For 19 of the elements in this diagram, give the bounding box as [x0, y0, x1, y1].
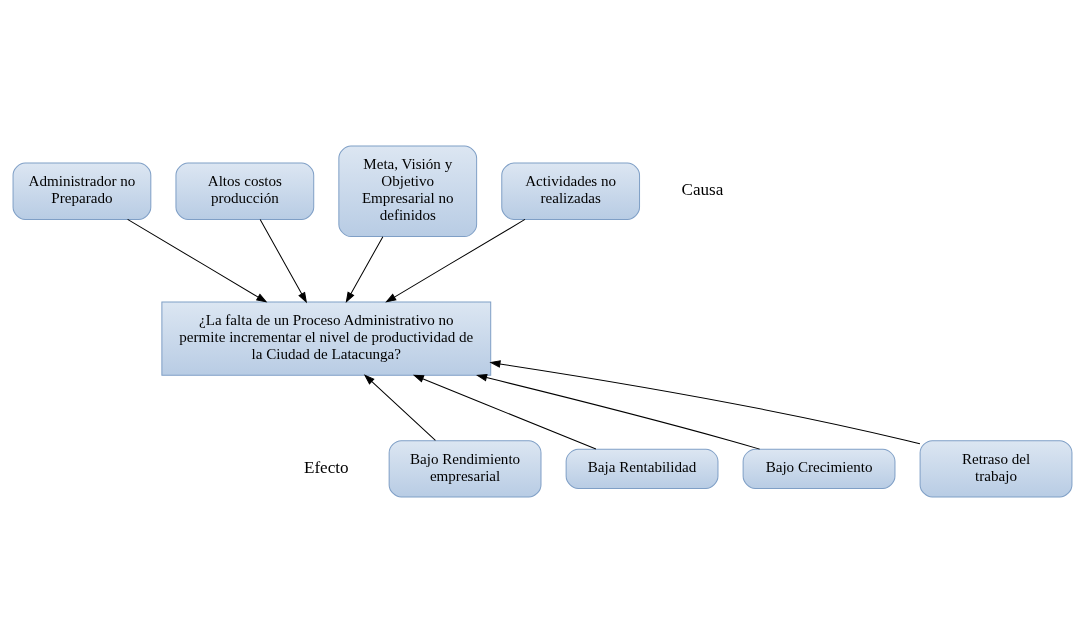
- node-box: ¿La falta de un Proceso Administrativo no permite incrementar el nivel de productividad de la Ciudad de Latacunga?: [161, 301, 492, 376]
- label: Efecto: [304, 457, 349, 477]
- arrow: [412, 374, 597, 450]
- node-box: Meta, Visión y Objetivo Empresarial no definidos: [338, 145, 478, 238]
- arrow: [489, 360, 921, 445]
- arrow: [259, 219, 307, 304]
- arrow: [363, 374, 436, 441]
- node-box: Bajo Rendimiento empresarial: [388, 440, 542, 498]
- node-box: Administrador no Preparado: [12, 162, 152, 220]
- arrow: [127, 218, 268, 303]
- node-box: Baja Rentabilidad: [565, 448, 719, 489]
- label: Causa: [681, 180, 724, 200]
- node-box: Retraso del trabajo: [919, 440, 1073, 498]
- node-box: Altos costos producción: [175, 162, 315, 220]
- arrow: [345, 236, 384, 304]
- arrow: [476, 373, 761, 450]
- arrow: [385, 218, 526, 303]
- node-box: Bajo Crecimiento: [742, 448, 896, 489]
- node-box: Actividades no realizadas: [501, 162, 641, 220]
